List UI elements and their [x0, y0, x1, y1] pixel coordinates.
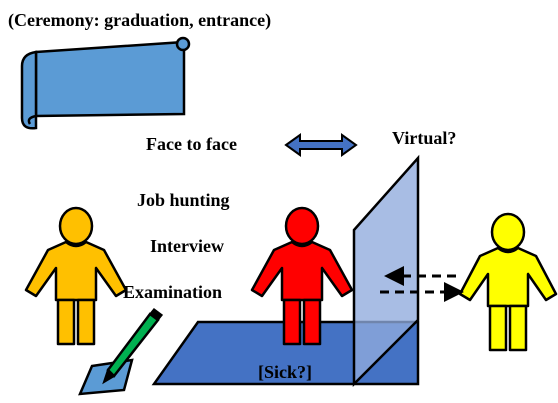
pen-icon [102, 307, 164, 385]
dashed-arrow-right-icon [380, 282, 464, 302]
interview-label: Interview [150, 236, 224, 256]
dashed-arrow-left-icon [384, 266, 460, 286]
examination-label: Examination [123, 282, 222, 302]
double-arrow-icon [284, 133, 358, 157]
floor-panel [151, 320, 420, 386]
screen-panel [352, 154, 420, 388]
person-icon-left [24, 206, 128, 346]
job-hunting-label: Job hunting [137, 190, 230, 210]
person-icon-center [250, 206, 354, 346]
sick-label: [Sick?] [258, 362, 312, 382]
person-icon-right [458, 212, 558, 352]
scroll-icon [20, 36, 191, 130]
diagram-heading: (Ceremony: graduation, entrance) [8, 10, 271, 31]
virtual-label: Virtual? [392, 128, 456, 148]
face-to-face-label: Face to face [146, 134, 237, 154]
